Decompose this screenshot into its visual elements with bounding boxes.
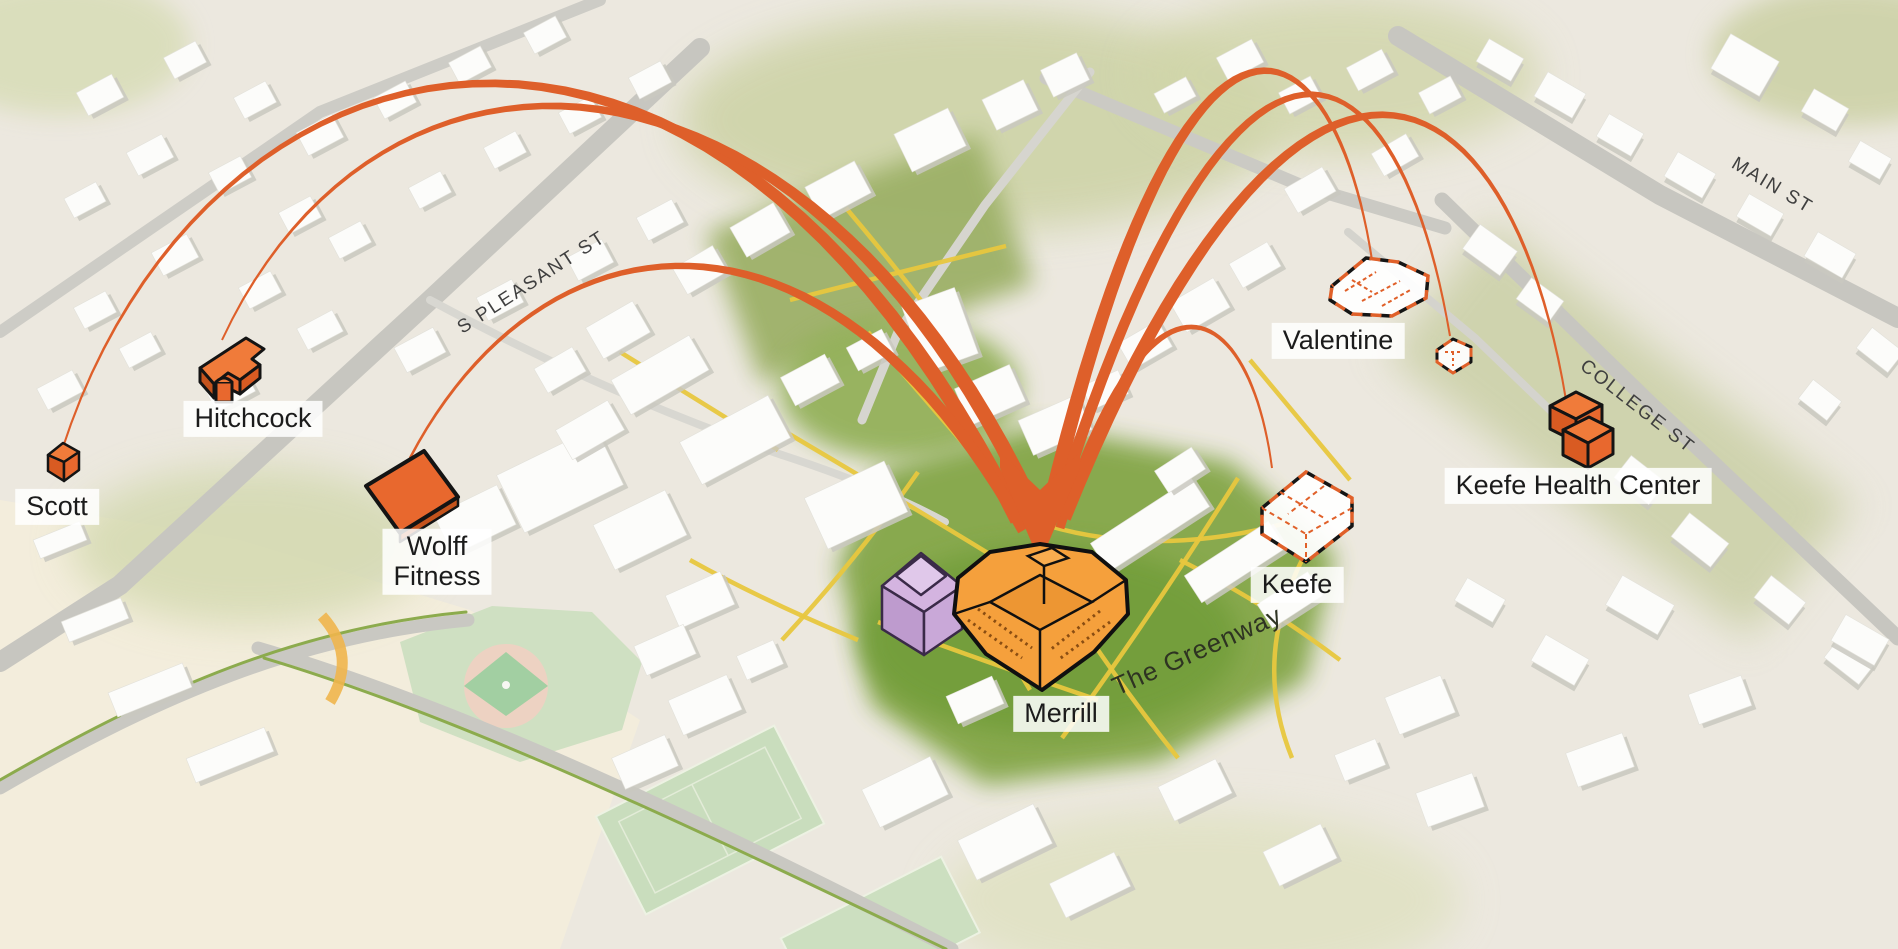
label-hitchcock: Hitchcock <box>183 400 323 438</box>
purple-building <box>880 551 964 657</box>
building-scott <box>46 441 81 483</box>
building-merrill <box>952 542 1130 692</box>
building-keefe <box>1260 469 1354 565</box>
flow-arc-valentine <box>1042 67 1373 507</box>
label-scott: Scott <box>15 488 99 526</box>
label-keefe-health-center: Keefe Health Center <box>1444 467 1712 505</box>
label-keefe: Keefe <box>1250 566 1344 604</box>
flow-arrowhead <box>1000 452 1080 558</box>
athletic-fields <box>400 606 982 949</box>
building-valentine-annex <box>1435 337 1473 375</box>
building-valentine <box>1328 256 1430 318</box>
label-merrill: Merrill <box>1013 695 1109 733</box>
flow-arc-keefe-health-center <box>1057 111 1567 521</box>
flow-arcs <box>61 67 1567 534</box>
flow-arc-valentine-annex <box>1050 91 1451 514</box>
building-hitchcock <box>198 336 266 404</box>
building-keefe-health-center <box>1548 390 1615 470</box>
label-valentine: Valentine <box>1271 322 1405 360</box>
label-wolff-fitness: Wolff Fitness <box>382 528 492 596</box>
background-buildings <box>32 15 1898 922</box>
